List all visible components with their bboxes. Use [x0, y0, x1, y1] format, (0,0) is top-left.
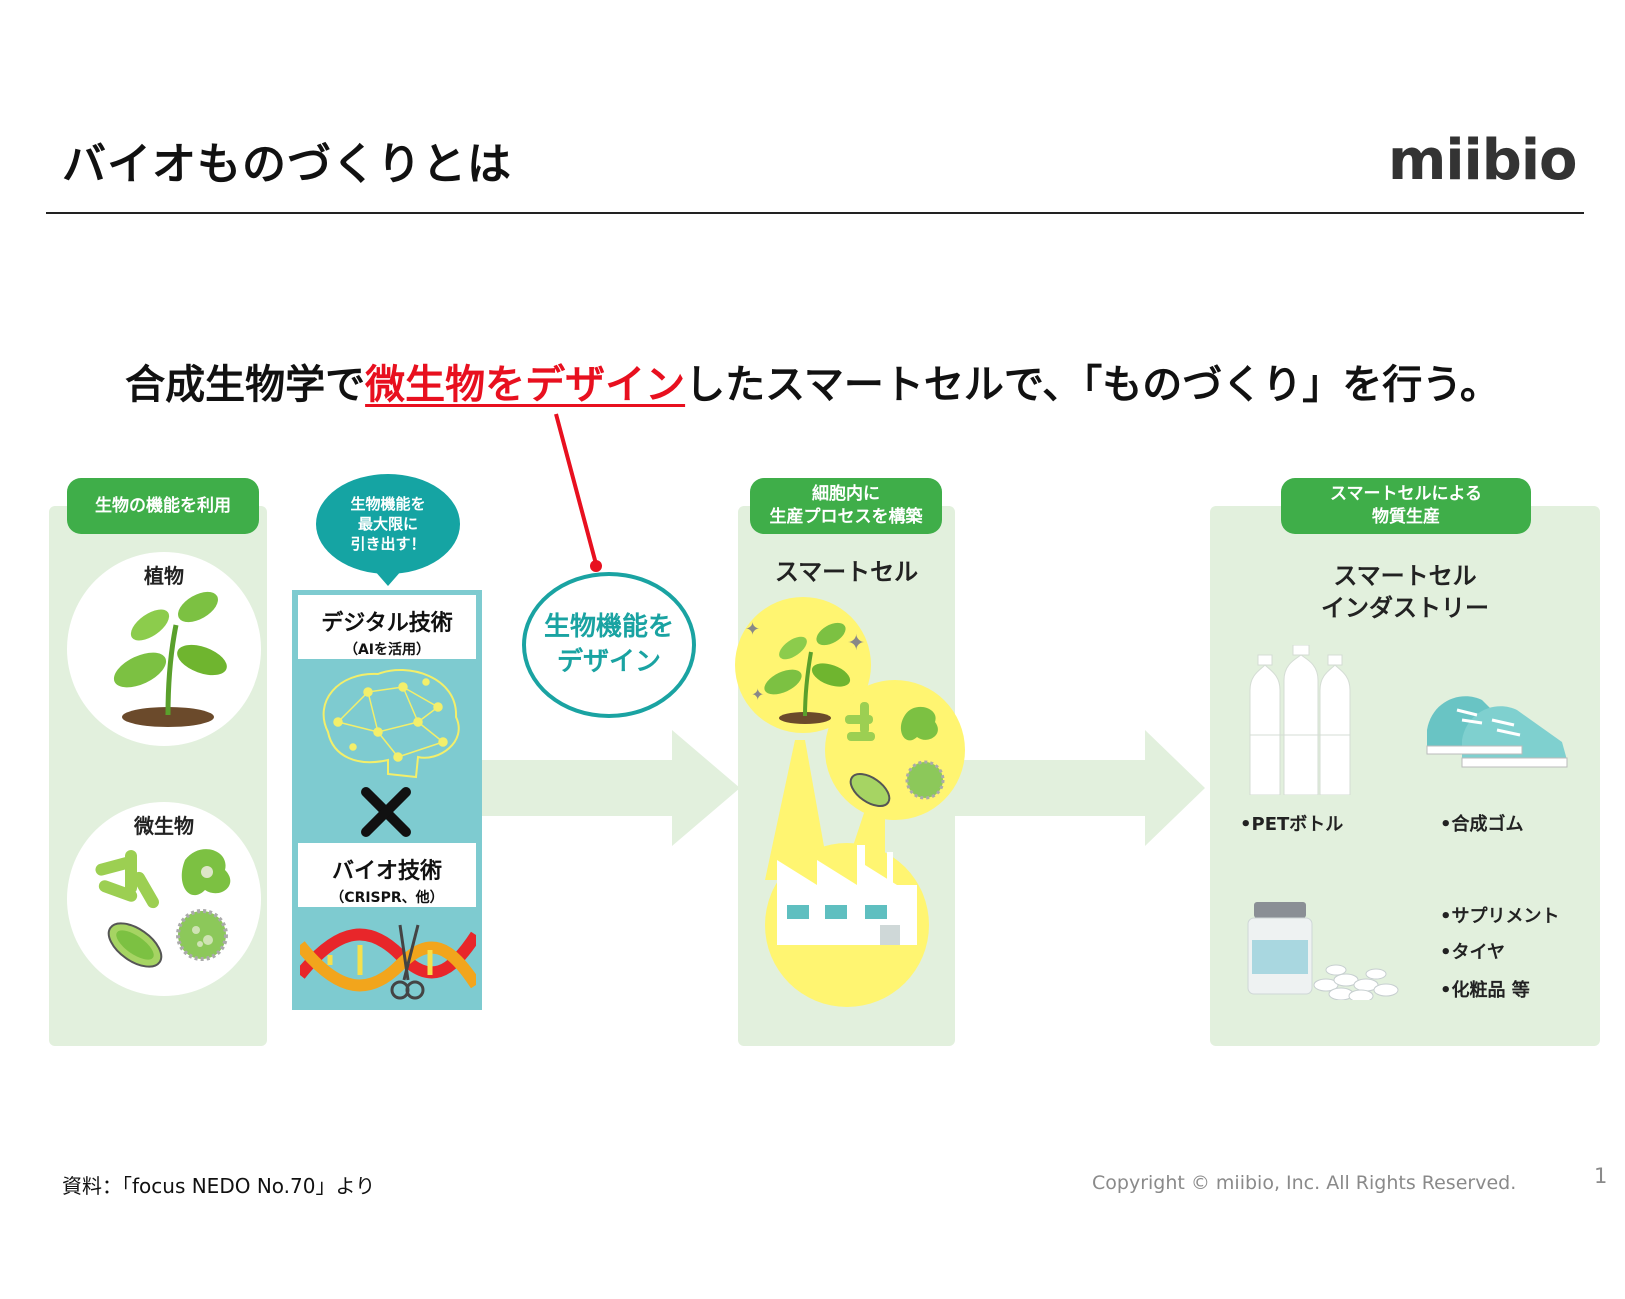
- page-title: バイオものづくりとは: [62, 139, 512, 190]
- design-line2: デザイン: [556, 647, 661, 677]
- pet-bottle-icon: [1249, 645, 1351, 795]
- arrow-right-2: [955, 730, 1205, 846]
- sneakers-icon: [1426, 696, 1568, 768]
- svg-text:✦: ✦: [847, 631, 865, 656]
- headline-part2: したスマートセルで、「ものづくり」を行う。: [685, 362, 1500, 408]
- digital-tech-sub: （AIを活用）: [343, 642, 431, 658]
- supplement-icon: [1247, 902, 1399, 1000]
- header-divider: [46, 212, 1584, 214]
- digital-tech-title: デジタル技術: [321, 611, 453, 636]
- product-pet: •PETボトル: [1240, 814, 1344, 835]
- smartcell-illustration: ✦ ✦ ✦: [735, 597, 965, 1007]
- bubble-line2: 最大限に: [357, 514, 418, 533]
- product-supplement: •サプリメント: [1440, 906, 1560, 927]
- source-note: 資料：「focus NEDO No.70」より: [62, 1174, 376, 1198]
- ai-brain-icon: [322, 669, 460, 779]
- product-tire: •タイヤ: [1440, 942, 1505, 963]
- design-line1: 生物機能を: [543, 611, 674, 642]
- industry-tag: スマートセルによる物質生産: [1281, 478, 1531, 534]
- multiply-icon: [361, 787, 411, 837]
- svg-text:✦: ✦: [745, 619, 760, 640]
- design-circle: 生物機能をデザイン: [522, 572, 696, 718]
- arrow-right-1: [482, 730, 740, 846]
- svg-text:✦: ✦: [751, 685, 764, 704]
- smartcell-tag-line1: 細胞内に: [812, 484, 880, 505]
- page-number: 1: [1594, 1164, 1608, 1188]
- bubble-line3: 引き出す！: [350, 535, 426, 554]
- product-rubber: •合成ゴム: [1440, 814, 1524, 835]
- bio-tech-box: バイオ技術 （CRISPR、他）: [298, 843, 476, 907]
- callout-line: [554, 413, 602, 572]
- plant-label: 植物: [144, 564, 184, 588]
- plant-icon: [113, 591, 227, 727]
- microbe-circle: [67, 802, 261, 996]
- bubble-tail: [374, 570, 402, 586]
- bio-tech-sub: （CRISPR、他）: [330, 890, 444, 906]
- industry-label-line2: インダストリー: [1321, 594, 1489, 623]
- organism-tag: 生物の機能を利用: [67, 478, 259, 534]
- industry-label-line1: スマートセル: [1333, 562, 1477, 590]
- microbe-icon: [95, 849, 231, 968]
- industry-label: スマートセルインダストリー: [1210, 560, 1600, 625]
- maximize-bubble: 生物機能を最大限に引き出す！: [316, 474, 460, 574]
- dna-scissors-icon: [300, 924, 476, 1000]
- smartcell-tag-line2: 生産プロセスを構築: [769, 507, 923, 527]
- bio-tech-title: バイオ技術: [331, 859, 442, 884]
- headline: 合成生物学で微生物をデザインしたスマートセルで、「ものづくり」を行う。: [0, 352, 1625, 410]
- company-logo: miibio: [1388, 128, 1577, 193]
- industry-tag-line1: スマートセルによる: [1330, 484, 1482, 505]
- bubble-line1: 生物機能を: [350, 494, 426, 513]
- digital-tech-box: デジタル技術 （AIを活用）: [298, 595, 476, 659]
- industry-tag-line2: 物質生産: [1371, 507, 1440, 527]
- headline-part1: 合成生物学で: [125, 362, 366, 408]
- headline-highlight: 微生物をデザイン: [365, 362, 686, 408]
- microbe-label: 微生物: [134, 814, 194, 838]
- smartcell-tag: 細胞内に生産プロセスを構築: [750, 478, 942, 534]
- smartcell-label: スマートセル: [774, 558, 919, 586]
- product-cosmetics: •化粧品 等: [1440, 980, 1530, 1001]
- copyright: Copyright © miibio, Inc. All Rights Rese…: [1092, 1172, 1517, 1194]
